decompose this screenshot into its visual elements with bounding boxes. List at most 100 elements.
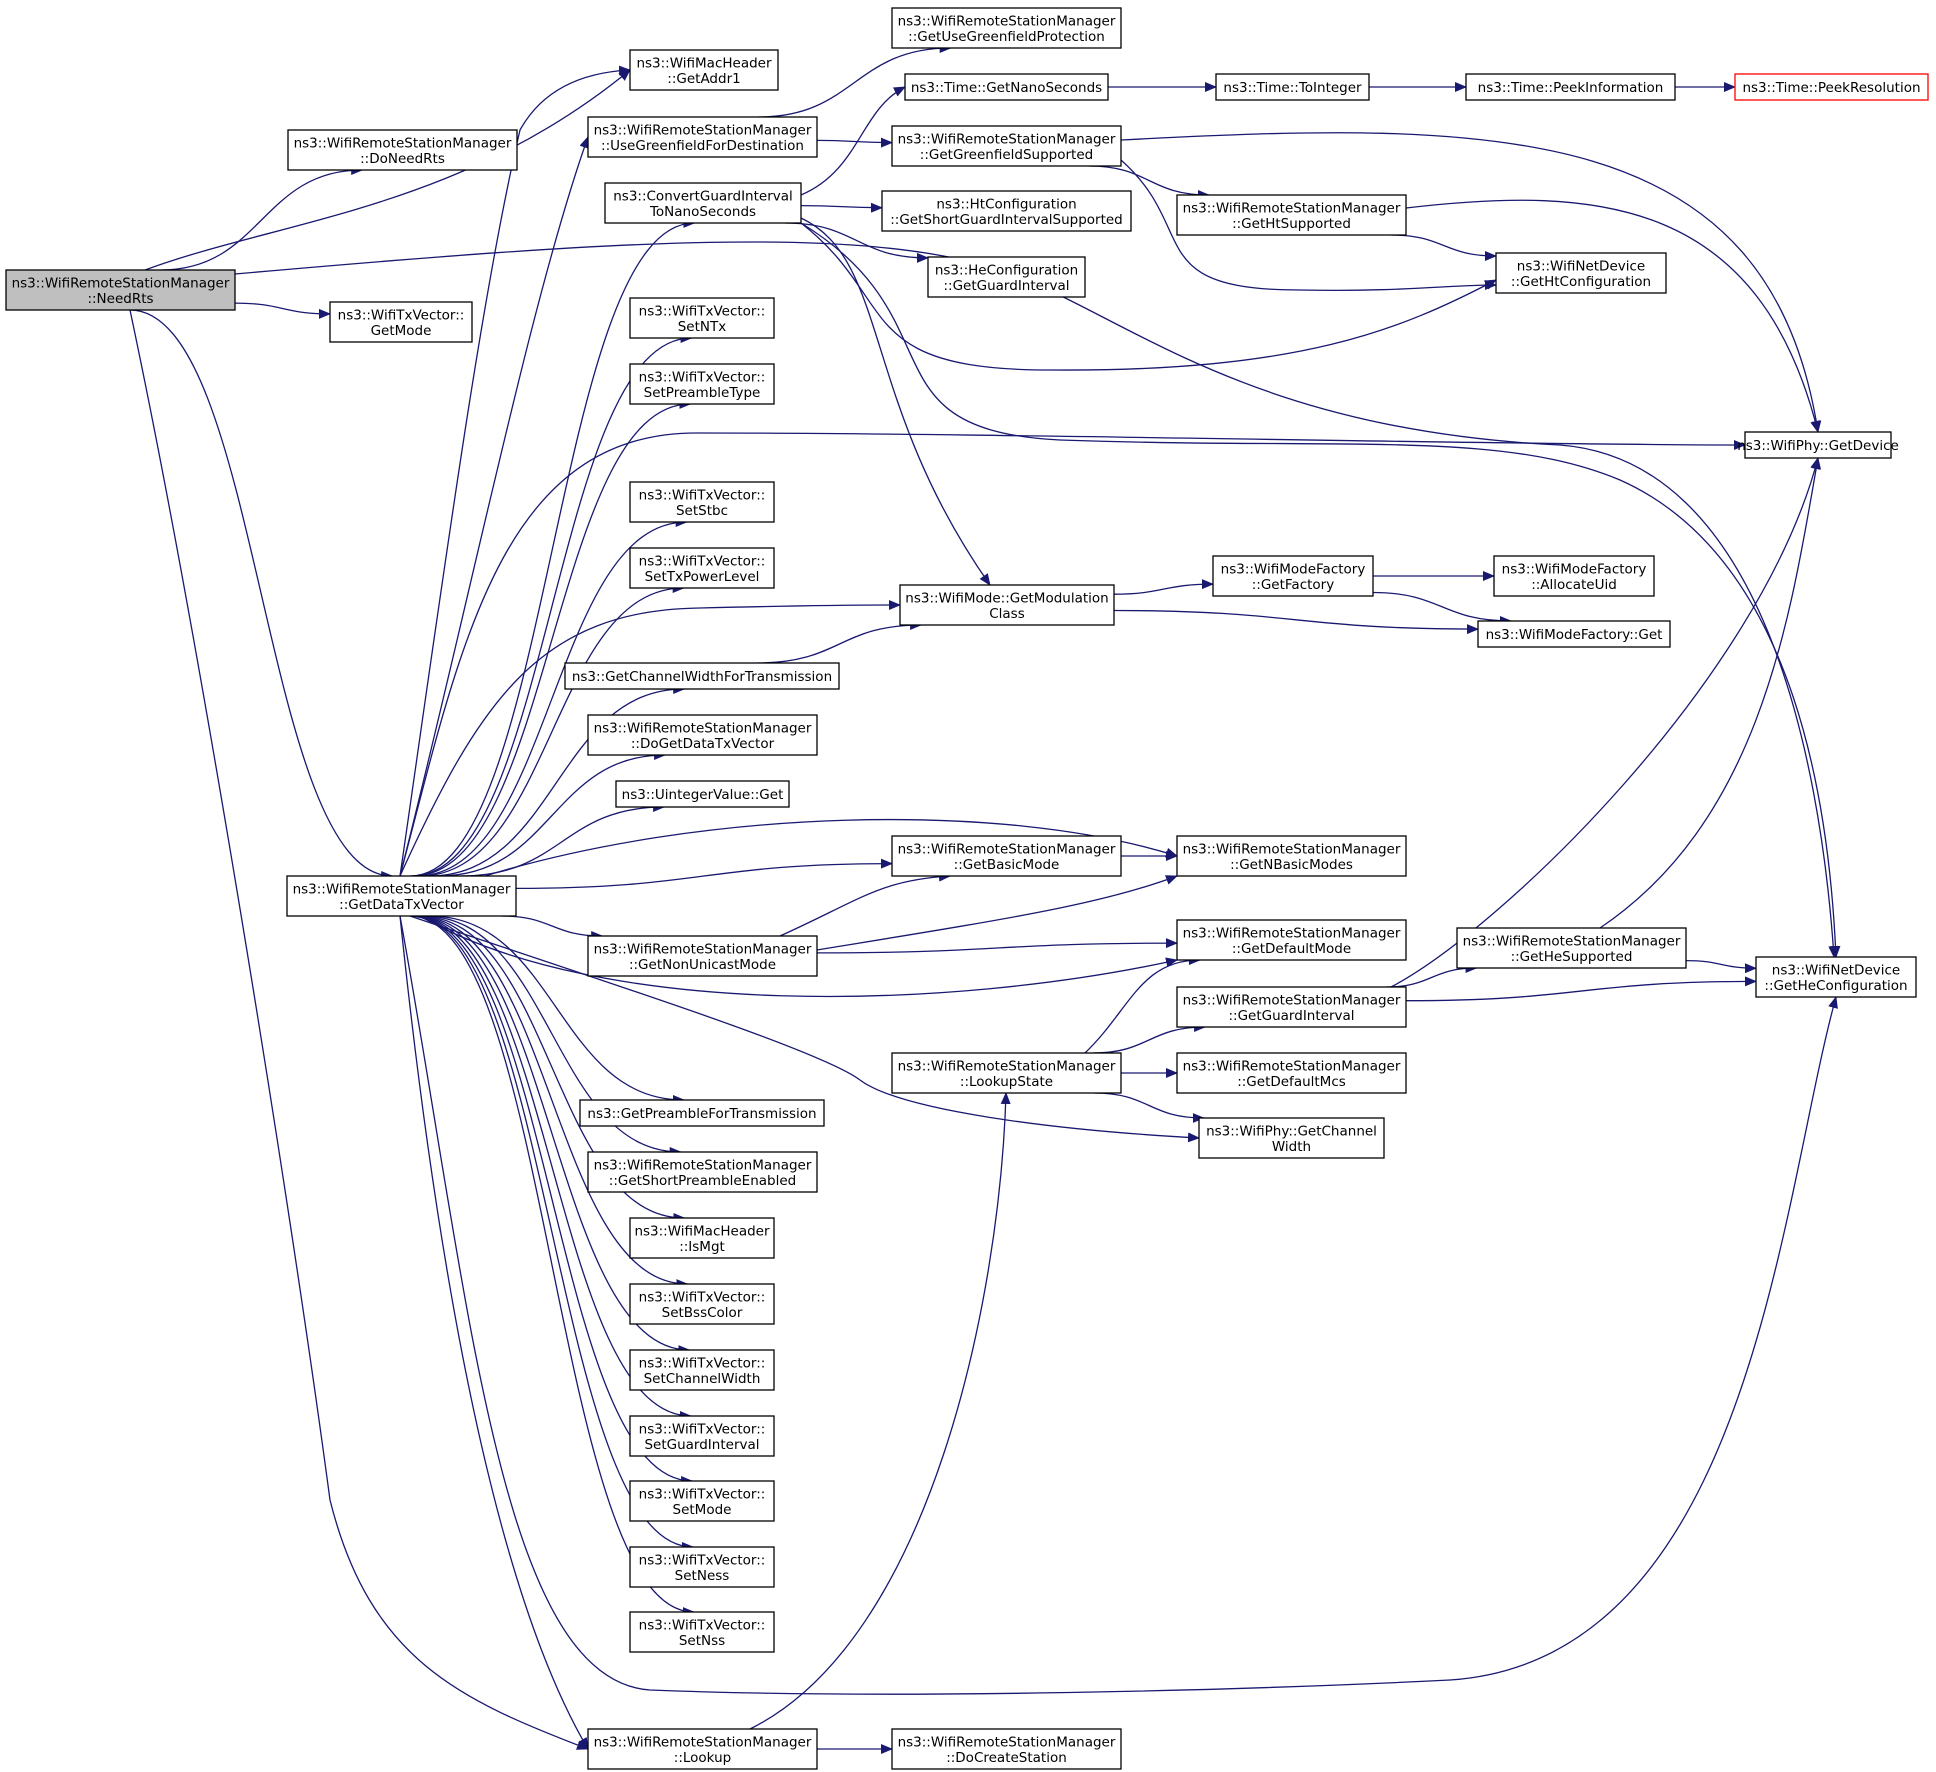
node-UintegerGet[interactable]: ns3::UintegerValue::Get (615, 780, 790, 808)
edge-Lookup-to-LookupState (749, 1092, 1011, 1730)
node-HeGetGI[interactable]: ns3::HeConfiguration::GetGuardInterval (927, 256, 1086, 298)
node-PeekResolution[interactable]: ns3::Time::PeekResolution (1734, 73, 1929, 101)
node-box (629, 1217, 775, 1259)
node-label: ::GetHeSupported (1511, 949, 1633, 965)
node-label: ns3::WifiRemoteStationManager (594, 720, 812, 736)
node-DoCreateStation[interactable]: ns3::WifiRemoteStationManager::DoCreateS… (891, 1728, 1122, 1770)
node-GetNonUnicastMode[interactable]: ns3::WifiRemoteStationManager::GetNonUni… (587, 935, 818, 977)
node-box (1755, 956, 1917, 998)
node-GetUseGreenfieldProtection[interactable]: ns3::WifiRemoteStationManager::GetUseGre… (891, 7, 1122, 49)
node-box (629, 1349, 775, 1391)
node-NeedRts[interactable]: ns3::WifiRemoteStationManager::NeedRts (5, 269, 236, 311)
node-SetNss[interactable]: ns3::WifiTxVector::SetNss (629, 1611, 775, 1653)
node-label: ns3::Time::ToInteger (1223, 80, 1362, 96)
node-label: ::GetHtConfiguration (1511, 274, 1651, 290)
edge-ConvertGI-to-GetNanoSeconds (800, 86, 906, 196)
node-box (287, 129, 518, 171)
node-label: ::GetAddr1 (667, 71, 740, 87)
node-label: ns3::WifiTxVector:: (639, 303, 766, 319)
edge-ConvertGI-to-GetHtConfiguration (800, 222, 1497, 371)
node-AllocateUid[interactable]: ns3::WifiModeFactory::AllocateUid (1493, 555, 1655, 597)
node-GetDefaultMcs[interactable]: ns3::WifiRemoteStationManager::GetDefaul… (1176, 1052, 1407, 1094)
node-GetChannelWidthForTx[interactable]: ns3::GetChannelWidthForTransmission (564, 662, 840, 690)
node-SetStbc[interactable]: ns3::WifiTxVector::SetStbc (629, 481, 775, 523)
edge-GetChannelWidthForTx-to-GetModulationClass (757, 620, 923, 664)
node-label: ns3::WifiRemoteStationManager (1183, 1058, 1401, 1074)
node-label: ns3::HeConfiguration (935, 262, 1078, 278)
node-label: ns3::WifiRemoteStationManager (1183, 992, 1401, 1008)
node-GetPreambleForTx[interactable]: ns3::GetPreambleForTransmission (579, 1099, 825, 1127)
node-SetNess[interactable]: ns3::WifiTxVector::SetNess (629, 1546, 775, 1588)
node-box (1176, 1052, 1407, 1094)
node-PeekInformation[interactable]: ns3::Time::PeekInformation (1465, 73, 1676, 101)
edge-GetDataTxVector-to-GetShortPreambleEnabled (423, 915, 682, 1157)
node-GetGreenfieldSupported[interactable]: ns3::WifiRemoteStationManager::GetGreenf… (891, 125, 1122, 167)
node-box (1744, 431, 1892, 459)
node-box (629, 481, 775, 523)
node-GetDefaultMode[interactable]: ns3::WifiRemoteStationManager::GetDefaul… (1176, 919, 1407, 961)
node-Lookup[interactable]: ns3::WifiRemoteStationManager::Lookup (587, 1728, 818, 1770)
node-SetMode[interactable]: ns3::WifiTxVector::SetMode (629, 1480, 775, 1522)
node-box (1176, 194, 1407, 236)
node-GetDataTxVector[interactable]: ns3::WifiRemoteStationManager::GetDataTx… (286, 875, 517, 917)
node-GetGuardInterval[interactable]: ns3::WifiRemoteStationManager::GetGuardI… (1176, 986, 1407, 1028)
node-label: SetNTx (678, 319, 727, 335)
node-GetAddr1[interactable]: ns3::WifiMacHeader::GetAddr1 (629, 49, 779, 91)
edge-GetGuardInterval-to-PhyGetDevice (1390, 457, 1821, 988)
node-LookupState[interactable]: ns3::WifiRemoteStationManager::LookupSta… (891, 1052, 1122, 1094)
node-box (629, 49, 779, 91)
node-SetGuardInterval[interactable]: ns3::WifiTxVector::SetGuardInterval (629, 1415, 775, 1457)
node-box (891, 125, 1122, 167)
node-label: SetGuardInterval (644, 1437, 759, 1453)
node-label: ::GetGuardInterval (943, 278, 1069, 294)
node-UseGreenfield[interactable]: ns3::WifiRemoteStationManager::UseGreenf… (587, 116, 818, 158)
node-ModeFactoryGetFactory[interactable]: ns3::WifiModeFactory::GetFactory (1212, 555, 1374, 597)
edge-GetDataTxVector-to-PhyGetDevice (399, 432, 1746, 877)
node-label: ::GetDefaultMode (1232, 941, 1351, 957)
node-PhyGetDevice[interactable]: ns3::WifiPhy::GetDevice (1737, 431, 1899, 459)
node-box (587, 935, 818, 977)
edge-NeedRts-to-GetAddr1 (144, 69, 631, 271)
node-GetHtConfiguration[interactable]: ns3::WifiNetDevice::GetHtConfiguration (1495, 252, 1667, 294)
node-GetHeConfiguration[interactable]: ns3::WifiNetDevice::GetHeConfiguration (1755, 956, 1917, 998)
edge-NeedRts-to-DoNeedRts (160, 165, 364, 271)
node-PhyGetChannelWidth[interactable]: ns3::WifiPhy::GetChannelWidth (1198, 1117, 1385, 1159)
node-IsMgt[interactable]: ns3::WifiMacHeader::IsMgt (629, 1217, 775, 1259)
node-SetNTx[interactable]: ns3::WifiTxVector::SetNTx (629, 297, 775, 339)
node-GetShortPreambleEnabled[interactable]: ns3::WifiRemoteStationManager::GetShortP… (587, 1151, 818, 1193)
node-label: ns3::WifiRemoteStationManager (898, 1734, 1116, 1750)
node-GetHtSupported[interactable]: ns3::WifiRemoteStationManager::GetHtSupp… (1176, 194, 1407, 236)
node-ModeFactoryGet[interactable]: ns3::WifiModeFactory::Get (1477, 620, 1671, 648)
node-box (1198, 1117, 1385, 1159)
node-GetNanoSeconds[interactable]: ns3::Time::GetNanoSeconds (904, 73, 1109, 101)
node-HtGetShortGI[interactable]: ns3::HtConfiguration::GetShortGuardInter… (881, 190, 1132, 232)
edge-GetDataTxVector-to-UseGreenfield (399, 136, 590, 877)
node-DoNeedRts[interactable]: ns3::WifiRemoteStationManager::DoNeedRts (287, 129, 518, 171)
node-SetPreambleType[interactable]: ns3::WifiTxVector::SetPreambleType (629, 363, 775, 405)
node-box (1176, 835, 1407, 877)
node-label: ns3::WifiRemoteStationManager (293, 881, 511, 897)
node-box (899, 584, 1115, 626)
edge-ConvertGI-to-GetHeConfiguration (800, 222, 1841, 958)
node-label: ns3::WifiTxVector:: (639, 1289, 766, 1305)
node-SetBssColor[interactable]: ns3::WifiTxVector::SetBssColor (629, 1283, 775, 1325)
node-ToInteger[interactable]: ns3::Time::ToInteger (1215, 73, 1370, 101)
node-label: ns3::UintegerValue::Get (622, 787, 784, 803)
node-label: ns3::WifiTxVector:: (639, 369, 766, 385)
node-SetTxPowerLevel[interactable]: ns3::WifiTxVector::SetTxPowerLevel (629, 547, 775, 589)
node-GetHeSupported[interactable]: ns3::WifiRemoteStationManager::GetHeSupp… (1456, 927, 1687, 969)
edge-LookupState-to-GetGuardInterval (1092, 1022, 1207, 1054)
node-label: ns3::WifiRemoteStationManager (898, 13, 1116, 29)
node-GetBasicMode[interactable]: ns3::WifiRemoteStationManager::GetBasicM… (891, 835, 1122, 877)
node-DoGetDataTxVector[interactable]: ns3::WifiRemoteStationManager::DoGetData… (587, 714, 818, 756)
node-label: ns3::Time::GetNanoSeconds (911, 80, 1102, 96)
node-GetMode[interactable]: ns3::WifiTxVector::GetMode (329, 301, 473, 343)
node-label: ToNanoSeconds (649, 204, 756, 220)
node-SetChannelWidth[interactable]: ns3::WifiTxVector::SetChannelWidth (629, 1349, 775, 1391)
node-label: ns3::WifiRemoteStationManager (12, 275, 230, 291)
node-GetNBasicModes[interactable]: ns3::WifiRemoteStationManager::GetNBasic… (1176, 835, 1407, 877)
edge-GetDataTxVector-to-GetNonUnicastMode (501, 915, 604, 941)
edge-GetDataTxVector-to-GetModulationClass (399, 600, 901, 877)
